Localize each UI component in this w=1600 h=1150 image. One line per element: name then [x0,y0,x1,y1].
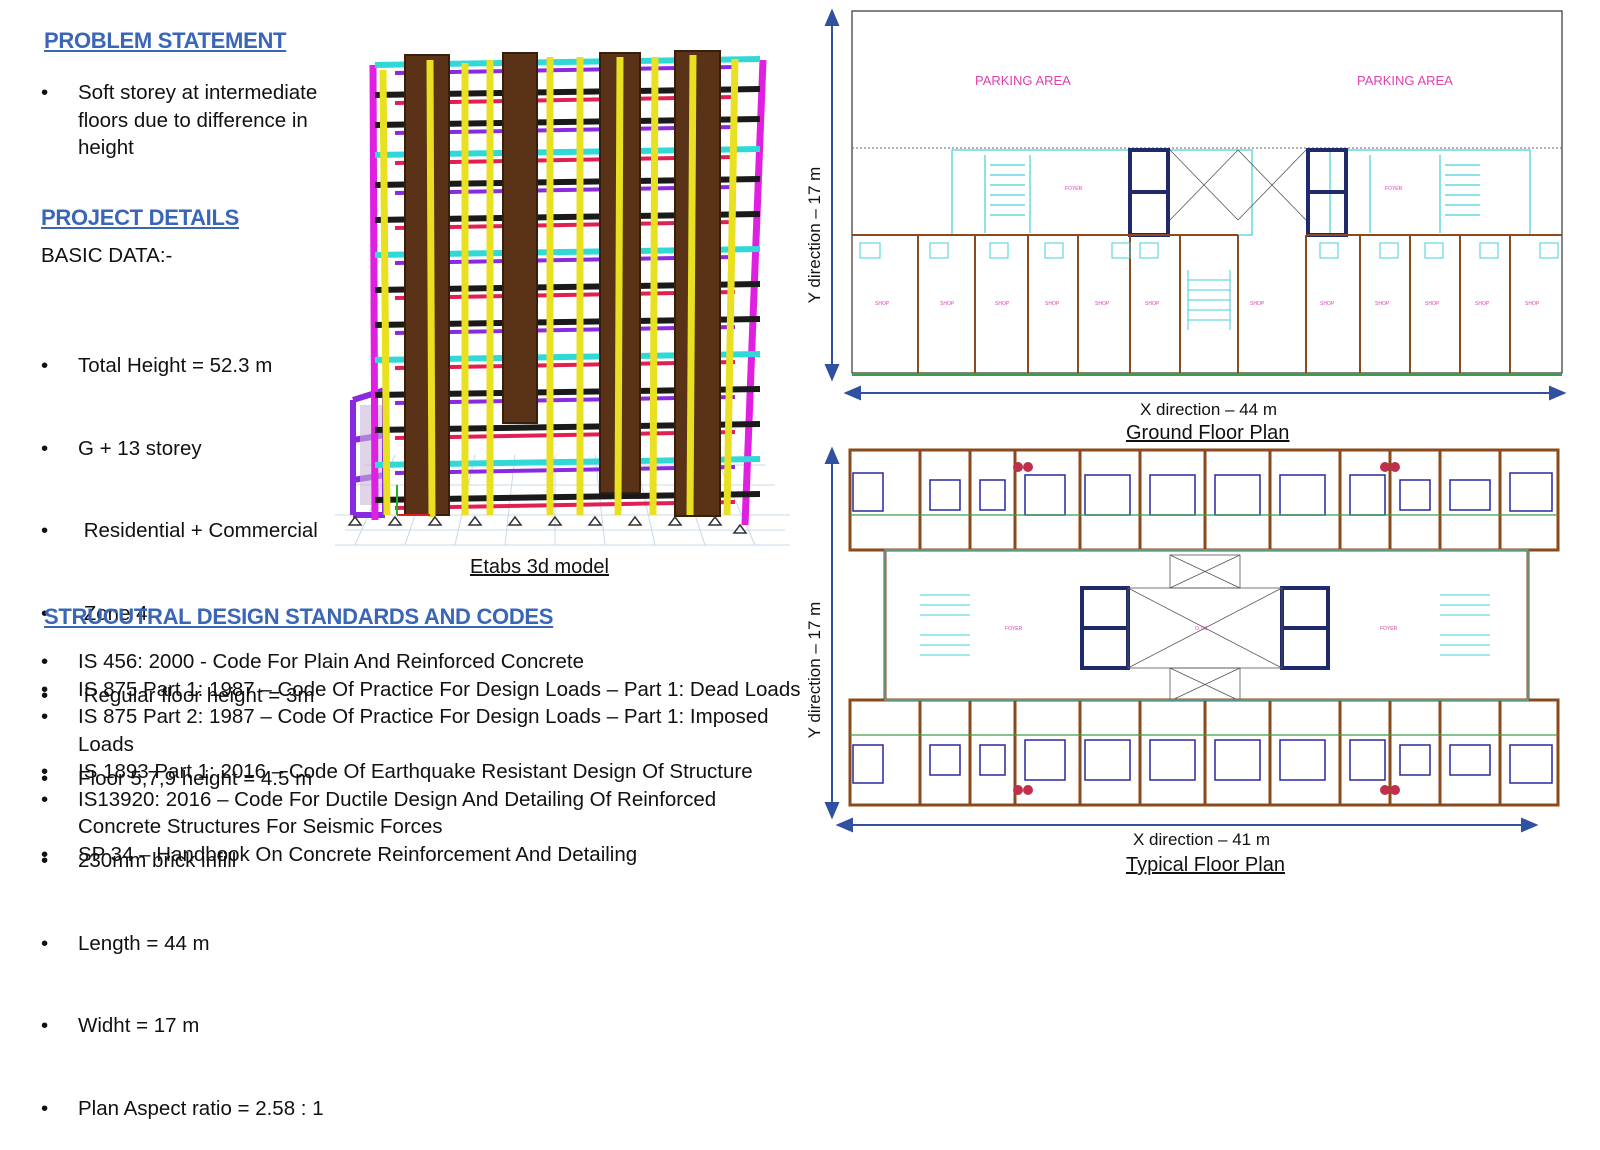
svg-text:SHOP: SHOP [1475,301,1490,307]
svg-text:SHOP: SHOP [1375,301,1390,307]
list-item: G + 13 storey [41,435,361,463]
parking-area-right-label: PARKING AREA [1357,73,1453,88]
ground-plan-x-label: X direction – 44 m [1140,400,1278,419]
parking-area-left-label: PARKING AREA [975,73,1071,88]
svg-text:O.T.S.: O.T.S. [1195,626,1209,632]
ground-floor-plan-caption: Ground Floor Plan [1126,422,1290,444]
typical-floor-plan-caption: Typical Floor Plan [1126,854,1285,876]
ground-floor-plan-drawing: SHOP SHOP SHOP SHOP SHOP SHOP SHOP SHOP SHOP S… [824,8,1567,401]
list-item: Plan Aspect ratio = 2.58 : 1 [41,1095,361,1123]
list-item: IS 456: 2000 - Code For Plain And Reinfo… [41,648,801,676]
list-item: Soft storey at intermediate floors due t… [41,79,341,162]
svg-text:SHOP: SHOP [1250,301,1265,307]
basic-data-label: BASIC DATA:- [41,244,173,267]
list-item: Widht = 17 m [41,1012,361,1040]
list-item: IS 875 Part 2: 1987 – Code Of Practice F… [41,703,801,758]
svg-text:FOYER: FOYER [1065,186,1083,192]
design-codes-list: IS 456: 2000 - Code For Plain And Reinfo… [41,648,801,868]
list-item: SP 34 – Handbook On Concrete Reinforceme… [41,841,801,869]
list-item: Total Height = 52.3 m [41,352,361,380]
svg-text:SHOP: SHOP [1145,301,1160,307]
svg-text:SHOP: SHOP [1045,301,1060,307]
list-item: IS 875 Part 1: 1987 – Code Of Practice F… [41,676,801,704]
typical-plan-y-label: Y direction – 17 m [805,601,824,739]
list-item: Length = 44 m [41,930,361,958]
problem-statement-heading: PROBLEM STATEMENT [44,28,287,53]
etabs-3d-model-image [335,50,790,546]
problem-list: Soft storey at intermediate floors due t… [41,79,341,162]
design-codes-heading: STRUCUTRAL DESIGN STANDARDS AND CODES [44,604,554,629]
ground-plan-y-label: Y direction – 17 m [805,166,824,304]
list-item: IS13920: 2016 – Code For Ductile Design … [41,786,801,841]
svg-text:FOYER: FOYER [1005,626,1023,632]
typical-floor-plan-drawing: FOYER FOYER O.T.S. [824,446,1560,833]
svg-text:FOYER: FOYER [1380,626,1398,632]
svg-text:SHOP: SHOP [1425,301,1440,307]
svg-text:SHOP: SHOP [995,301,1010,307]
svg-text:SHOP: SHOP [940,301,955,307]
list-item: IS 1893 Part 1: 2016 – Code Of Earthquak… [41,758,801,786]
svg-text:FOYER: FOYER [1385,186,1403,192]
etabs-model-caption: Etabs 3d model [470,556,609,578]
svg-text:SHOP: SHOP [1095,301,1110,307]
svg-text:SHOP: SHOP [1525,301,1540,307]
list-item: Residential + Commercial [41,517,361,545]
list-item: Zone 4 [41,600,361,628]
svg-text:SHOP: SHOP [1320,301,1335,307]
typical-plan-x-label: X direction – 41 m [1133,830,1271,849]
project-details-heading: PROJECT DETAILS [41,205,240,230]
svg-text:SHOP: SHOP [875,301,890,307]
